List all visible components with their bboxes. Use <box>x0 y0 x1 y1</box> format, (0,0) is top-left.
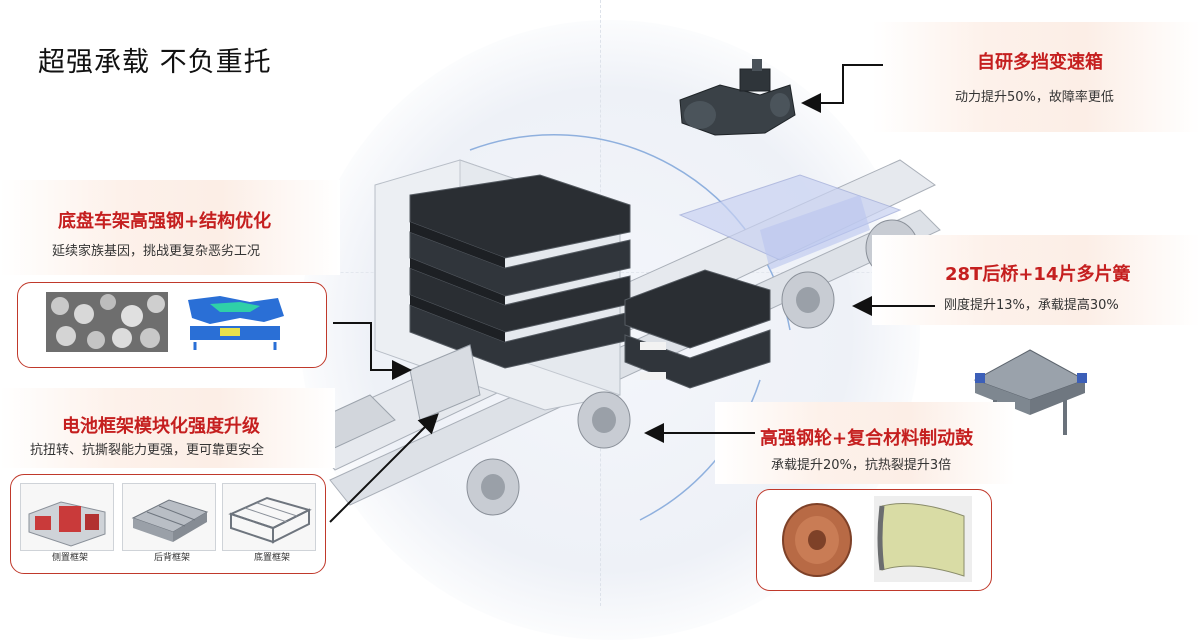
battery-frame-callout-subtitle: 抗扭转、抗撕裂能力更强，更可靠更安全 <box>30 443 265 458</box>
gearbox-image <box>679 59 796 136</box>
battery-frame-callout-title: 电池框架模块化强度升级 <box>62 416 260 437</box>
chassis-callout-card <box>0 180 340 275</box>
truck-chassis-illustration <box>299 134 941 521</box>
wheel-callout-title: 高强钢轮+复合材料制动鼓 <box>760 428 974 449</box>
axle-callout-card <box>872 235 1200 325</box>
bottom-frame-thumbnail <box>222 483 316 551</box>
rear-frame-thumbnail <box>122 483 216 551</box>
chassis-callout-title: 底盘车架高强钢+结构优化 <box>58 211 272 232</box>
front-wheels <box>466 391 631 516</box>
chassis-callout-subtitle: 延续家族基因，挑战更复杂恶劣工况 <box>52 244 261 259</box>
steel-microstructure-image <box>46 292 168 352</box>
page-title: 超强承载 不负重托 <box>38 47 272 78</box>
connector-arrows <box>329 64 935 523</box>
brake-drum-image <box>874 496 972 582</box>
wheel-callout-subtitle: 承载提升20%，抗热裂提升3倍 <box>771 458 952 473</box>
axle-callout-subtitle: 刚度提升13%，承载提高30% <box>944 298 1119 313</box>
rear-frame-label: 后背框架 <box>154 553 191 563</box>
gearbox-callout-card <box>872 22 1200 132</box>
side-frame-label: 侧置框架 <box>52 553 89 563</box>
gearbox-callout-title: 自研多挡变速箱 <box>977 52 1103 73</box>
axle-callout-title: 28T后桥+14片多片簧 <box>945 264 1131 285</box>
side-frame-thumbnail <box>20 483 114 551</box>
wheel-callout-card <box>715 402 1015 484</box>
battery-frame-callout-card <box>0 388 335 468</box>
battery-pack-side <box>624 269 771 389</box>
stress-simulation-image <box>188 296 284 350</box>
steel-wheel-image <box>782 503 852 577</box>
bottom-frame-label: 底置框架 <box>254 553 291 563</box>
gearbox-callout-subtitle: 动力提升50%，故障率更低 <box>955 90 1114 105</box>
